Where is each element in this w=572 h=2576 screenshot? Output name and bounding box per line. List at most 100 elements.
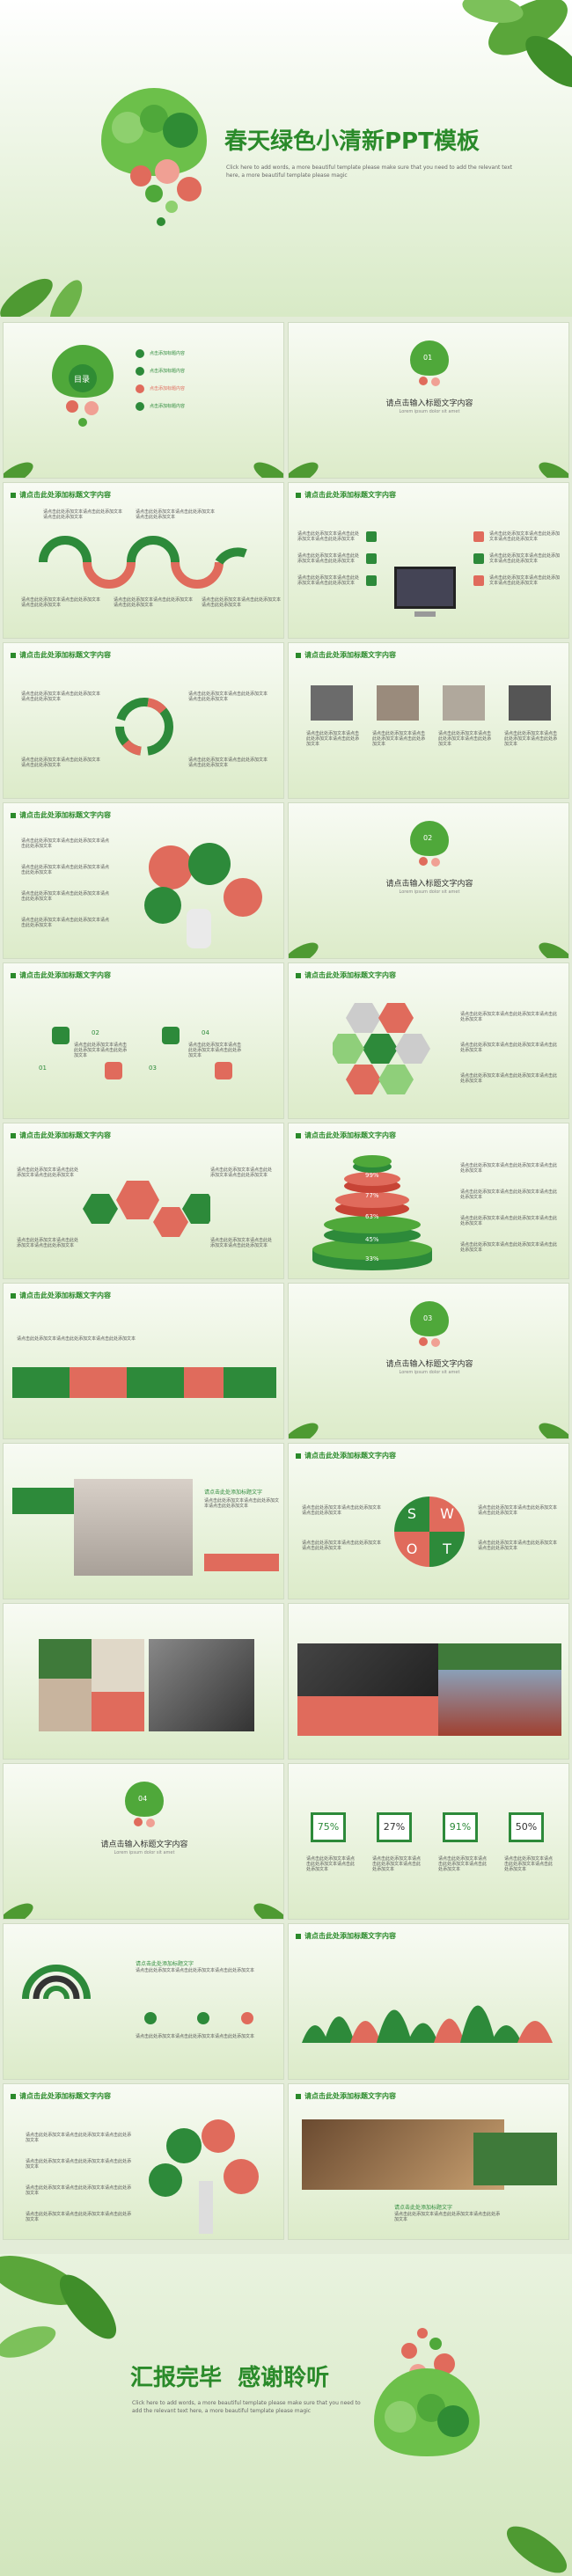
monitor-stand (414, 611, 436, 617)
slide-team: 请点击此处添加标题文字内容 请点击此处添加文本请点击此处添加文本请点击此处添加文… (288, 642, 569, 799)
hex-process-diagram (83, 1181, 210, 1237)
pyramid-label: 77% (365, 1192, 379, 1199)
text-block: 请点击此处添加文本请点击此处添加文本请点击此处添加文本 (188, 692, 268, 702)
step-number: 02 (92, 1029, 99, 1036)
bullet-icon (144, 2012, 157, 2024)
slide-section-03: 03 请点击输入标题文字内容 Lorem ipsum dolor sit ame… (288, 1283, 569, 1439)
cover-logo-icon (101, 88, 207, 226)
slide-mountains: 请点击此处添加标题文字内容 (288, 1923, 569, 2080)
slide-section-04: 04 请点击输入标题文字内容 Lorem ipsum dolor sit ame… (3, 1763, 284, 1920)
ending-description: Click here to add words, a more beautifu… (132, 2400, 361, 2414)
slide-photo-business: 请点击此处添加标题文字 请点击此处添加文本请点击此处添加文本请点击此处添加文本 (3, 1443, 284, 1599)
section-subtitle: Lorem ipsum dolor sit amet (399, 889, 460, 895)
monitor-image (394, 567, 456, 609)
contents-label: 目录 (74, 376, 91, 384)
feature-icon (366, 553, 377, 564)
text-block: 请点击此处添加文本请点击此处添加文本请点击此处添加文本 (26, 2212, 132, 2222)
contents-item[interactable]: 点击添加标题内容 (136, 384, 185, 393)
slide-hands-photo: 请点击此处添加标题文字内容 请点击此处添加标题文字 请点击此处添加文本请点击此处… (288, 2083, 569, 2240)
feature-icon (162, 1027, 180, 1044)
slide-title: 请点击此处添加标题文字内容 (296, 1131, 396, 1140)
content-block (473, 2133, 557, 2185)
bullet-icon (241, 2012, 253, 2024)
text-block: 请点击此处添加文本请点击此处添加文本请点击此处添加文本 (460, 1163, 558, 1174)
slide-hexagons: 请点击此处添加标题文字内容 请点击此处添加文本请点击此处添加文本请点击此处添加文… (288, 962, 569, 1119)
text-block: 请点击此处添加文本请点击此处添加文本请点击此处添加文本 (478, 1505, 558, 1516)
feature-icon (366, 531, 377, 542)
text-block: 请点击此处添加文本请点击此处添加文本请点击此处添加文本 (372, 731, 426, 747)
section-title: 请点击输入标题文字内容 (100, 1841, 188, 1849)
slide-title: 请点击此处添加标题文字内容 (296, 970, 396, 980)
slide-title: 请点击此处添加标题文字内容 (11, 1131, 111, 1140)
content-block (12, 1488, 74, 1514)
bubble (188, 843, 231, 885)
business-photo (74, 1479, 193, 1576)
slide-semicircles: 请点击此处添加标题文字 请点击此处添加文本请点击此处添加文本请点击此处添加文本 … (3, 1923, 284, 2080)
feature-icon (105, 1062, 122, 1079)
slide-camera (288, 1603, 569, 1760)
text-block: 请点击此处添加文本请点击此处添加文本请点击此处添加文本 (21, 692, 101, 702)
slide-wave-process: 请点击此处添加标题文字内容 请点击此处添加文本请点击此处添加文本请点击此处添加文… (3, 482, 284, 639)
camera-photo (297, 1643, 438, 1696)
bubble (224, 878, 262, 917)
text-block: 请点击此处添加文本请点击此处添加文本请点击此处添加文本 (504, 731, 558, 747)
contents-item[interactable]: 点击添加标题内容 (136, 367, 185, 376)
team-photo (443, 685, 485, 721)
slide-title: 请点击此处添加标题文字内容 (296, 490, 396, 500)
text-block: 请点击此处添加文本请点击此处添加文本请点击此处添加文本 (460, 1012, 558, 1022)
text-block: 请点击此处添加文本请点击此处添加文本请点击此处添加文本 (21, 918, 110, 928)
text-block: 请点击此处添加文本请点击此处添加文本请点击此处添加文本 (26, 2133, 132, 2143)
slide-title: 请点击此处添加标题文字内容 (11, 650, 111, 660)
content-block (39, 1639, 92, 1679)
hand-icon (187, 909, 211, 948)
slide-title: 请点击此处添加标题文字内容 (11, 2091, 111, 2101)
slide-blocks: 请点击此处添加标题文字内容 请点击此处添加文本请点击此处添加文本请点击此处添加文… (3, 1283, 284, 1439)
hands-photo (302, 2119, 504, 2190)
grass-icon (289, 942, 319, 958)
grass-icon (289, 462, 319, 478)
slide-title: 请点击此处添加标题文字内容 (296, 1451, 396, 1460)
slide-section-02: 02 请点击输入标题文字内容 Lorem ipsum dolor sit ame… (288, 802, 569, 959)
section-logo-icon (125, 1782, 164, 1827)
text-block: 请点击此处添加文本请点击此处添加文本请点击此处添加文本 (21, 597, 101, 608)
swot-t: T (429, 1532, 465, 1567)
slide-title: 请点击此处添加标题文字内容 (11, 810, 111, 820)
section-title: 请点击输入标题文字内容 (385, 1360, 473, 1369)
grass-icon (539, 1423, 568, 1438)
text-block: 请点击此处添加文本请点击此处添加文本请点击此处添加文本 (210, 1238, 273, 1248)
section-logo-icon (410, 340, 449, 386)
text-block: 请点击此处添加文本请点击此处添加文本请点击此处添加文本 (26, 2159, 132, 2170)
feature-icon (366, 575, 377, 586)
grass-icon (4, 1903, 33, 1919)
text-block: 请点击此处添加文本请点击此处添加文本请点击此处添加文本 (17, 1167, 79, 1178)
bubble (149, 845, 193, 889)
text-block: 请点击此处添加文本请点击此处添加文本请点击此处添加文本 (460, 1073, 558, 1084)
text-block: 请点击此处添加文本请点击此处添加文本请点击此处添加文本 (21, 838, 110, 849)
percent-box: 27% (377, 1812, 412, 1842)
photo (92, 1639, 144, 1692)
slide-title: 请点击此处添加标题文字内容 (11, 1291, 111, 1300)
contents-item[interactable]: 点击添加标题内容 (136, 349, 185, 358)
ending-title: 汇报完毕 感谢聆听 (130, 2365, 330, 2391)
content-block (12, 1367, 70, 1398)
section-logo-icon (410, 1301, 449, 1347)
slide-swot: 请点击此处添加标题文字内容 S W O T 请点击此处添加文本请点击此处添加文本… (288, 1443, 569, 1599)
text-block: 请点击此处添加文本请点击此处添加文本请点击此处添加文本 (17, 1336, 136, 1342)
feature-icon (473, 553, 484, 564)
tree-bubble (149, 2163, 182, 2197)
text-block: 请点击此处添加文本请点击此处添加文本请点击此处添加文本 (74, 1043, 128, 1058)
section-logo-icon (410, 821, 449, 867)
text-block: 请点击此处添加文本请点击此处添加文本请点击此处添加文本 (204, 1498, 280, 1509)
tree-bubble (166, 2128, 202, 2163)
lighthouse-photo (438, 1670, 561, 1736)
text-block: 请点击此处添加文本请点击此处添加文本请点击此处添加文本 (21, 865, 110, 875)
text-block: 请点击此处添加文本请点击此处添加文本请点击此处添加文本 (210, 1167, 273, 1178)
cover-slide: 春天绿色小清新PPT模板 Click here to add words, a … (0, 0, 572, 317)
slide-hex-process: 请点击此处添加标题文字内容 请点击此处添加文本请点击此处添加文本请点击此处添加文… (3, 1123, 284, 1279)
content-block (297, 1696, 438, 1736)
percent-box: 75% (311, 1812, 346, 1842)
bubble (144, 887, 181, 924)
contents-item[interactable]: 点击添加标题内容 (136, 402, 185, 411)
grass-icon (253, 462, 283, 478)
